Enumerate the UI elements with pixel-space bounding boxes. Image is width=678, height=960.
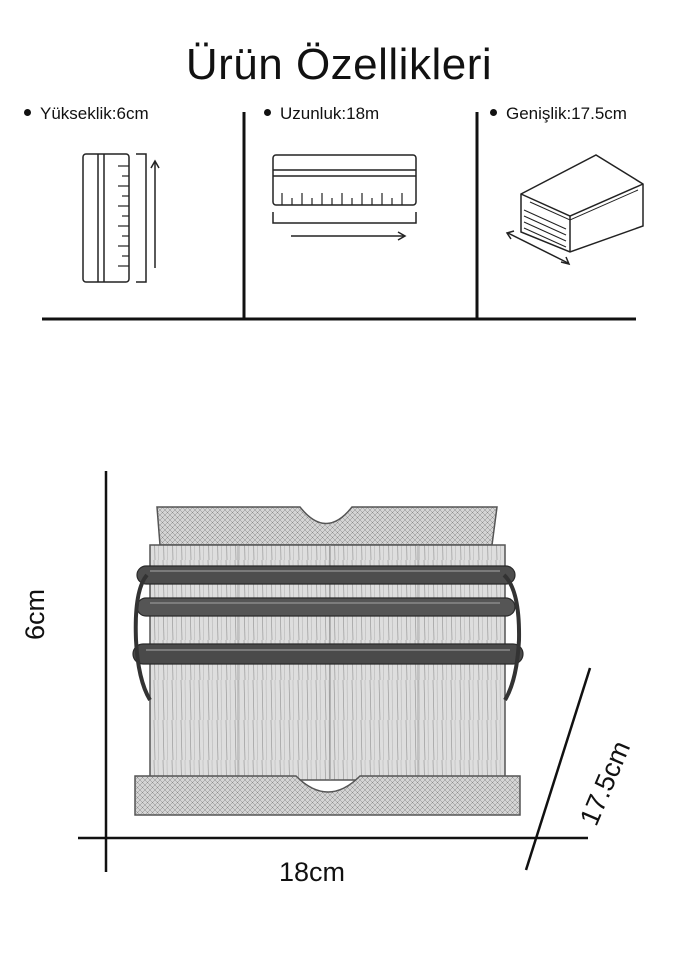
bullet-icon <box>24 109 31 117</box>
spec-height: Yükseklik:6cm <box>24 104 149 124</box>
spec-height-label: Yükseklik:6cm <box>40 104 149 123</box>
vertical-ruler-icon <box>82 153 160 283</box>
dimension-lines <box>78 471 592 872</box>
dimension-height-label: 6cm <box>20 588 50 640</box>
bullet-icon <box>264 109 271 117</box>
spec-width-label: Genişlik:17.5cm <box>506 104 627 123</box>
spec-width: Genişlik:17.5cm <box>490 104 627 124</box>
spec-length: Uzunluk:18m <box>264 104 379 124</box>
page-title: Ürün Özellikleri <box>185 40 493 89</box>
napkin-holder-illustration <box>132 506 524 816</box>
bullet-icon <box>490 109 497 117</box>
spec-length-label: Uzunluk:18m <box>280 104 380 123</box>
spec-dividers <box>42 112 636 321</box>
dimension-length-label: 18cm <box>279 857 346 887</box>
horizontal-ruler-icon <box>272 154 417 241</box>
box-width-icon <box>505 154 644 266</box>
